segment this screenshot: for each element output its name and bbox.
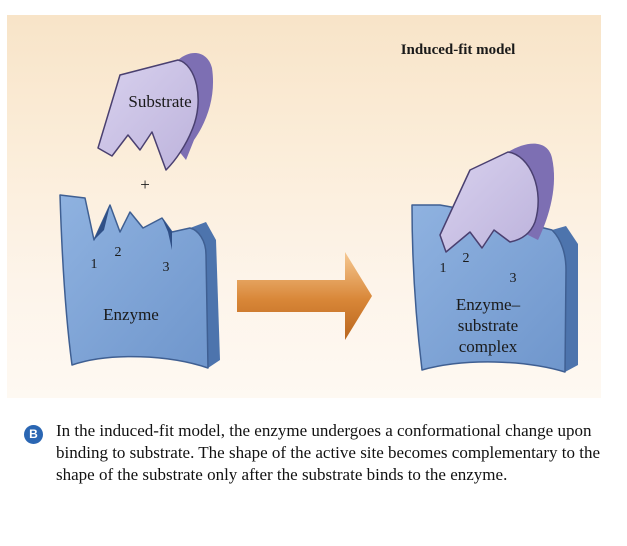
complex-site-label-1: 1 <box>440 261 447 276</box>
plus-sign: + <box>140 175 150 194</box>
induced-fit-diagram: Induced-fit model Substrate + 1 2 3 Enzy… <box>59 42 578 373</box>
substrate-label: Substrate <box>128 92 191 111</box>
complex-site-label-2: 2 <box>463 251 470 266</box>
substrate-shape <box>97 53 214 171</box>
panel-badge: B <box>24 425 43 444</box>
enzyme-shape <box>59 194 220 369</box>
complex-label-line-3: complex <box>459 337 518 356</box>
site-label-2: 2 <box>115 245 122 260</box>
complex-shape <box>411 143 578 373</box>
complex-site-label-3: 3 <box>510 271 517 286</box>
site-label-3: 3 <box>163 260 170 275</box>
caption-text: In the induced-fit model, the enzyme und… <box>56 421 600 484</box>
reaction-arrow <box>237 252 372 340</box>
figure-title: Induced-fit model <box>401 42 516 58</box>
enzyme-label: Enzyme <box>103 305 159 324</box>
complex-label-line-2: substrate <box>458 316 518 335</box>
site-label-1: 1 <box>91 257 98 272</box>
complex-label-line-1: Enzyme– <box>456 295 521 314</box>
